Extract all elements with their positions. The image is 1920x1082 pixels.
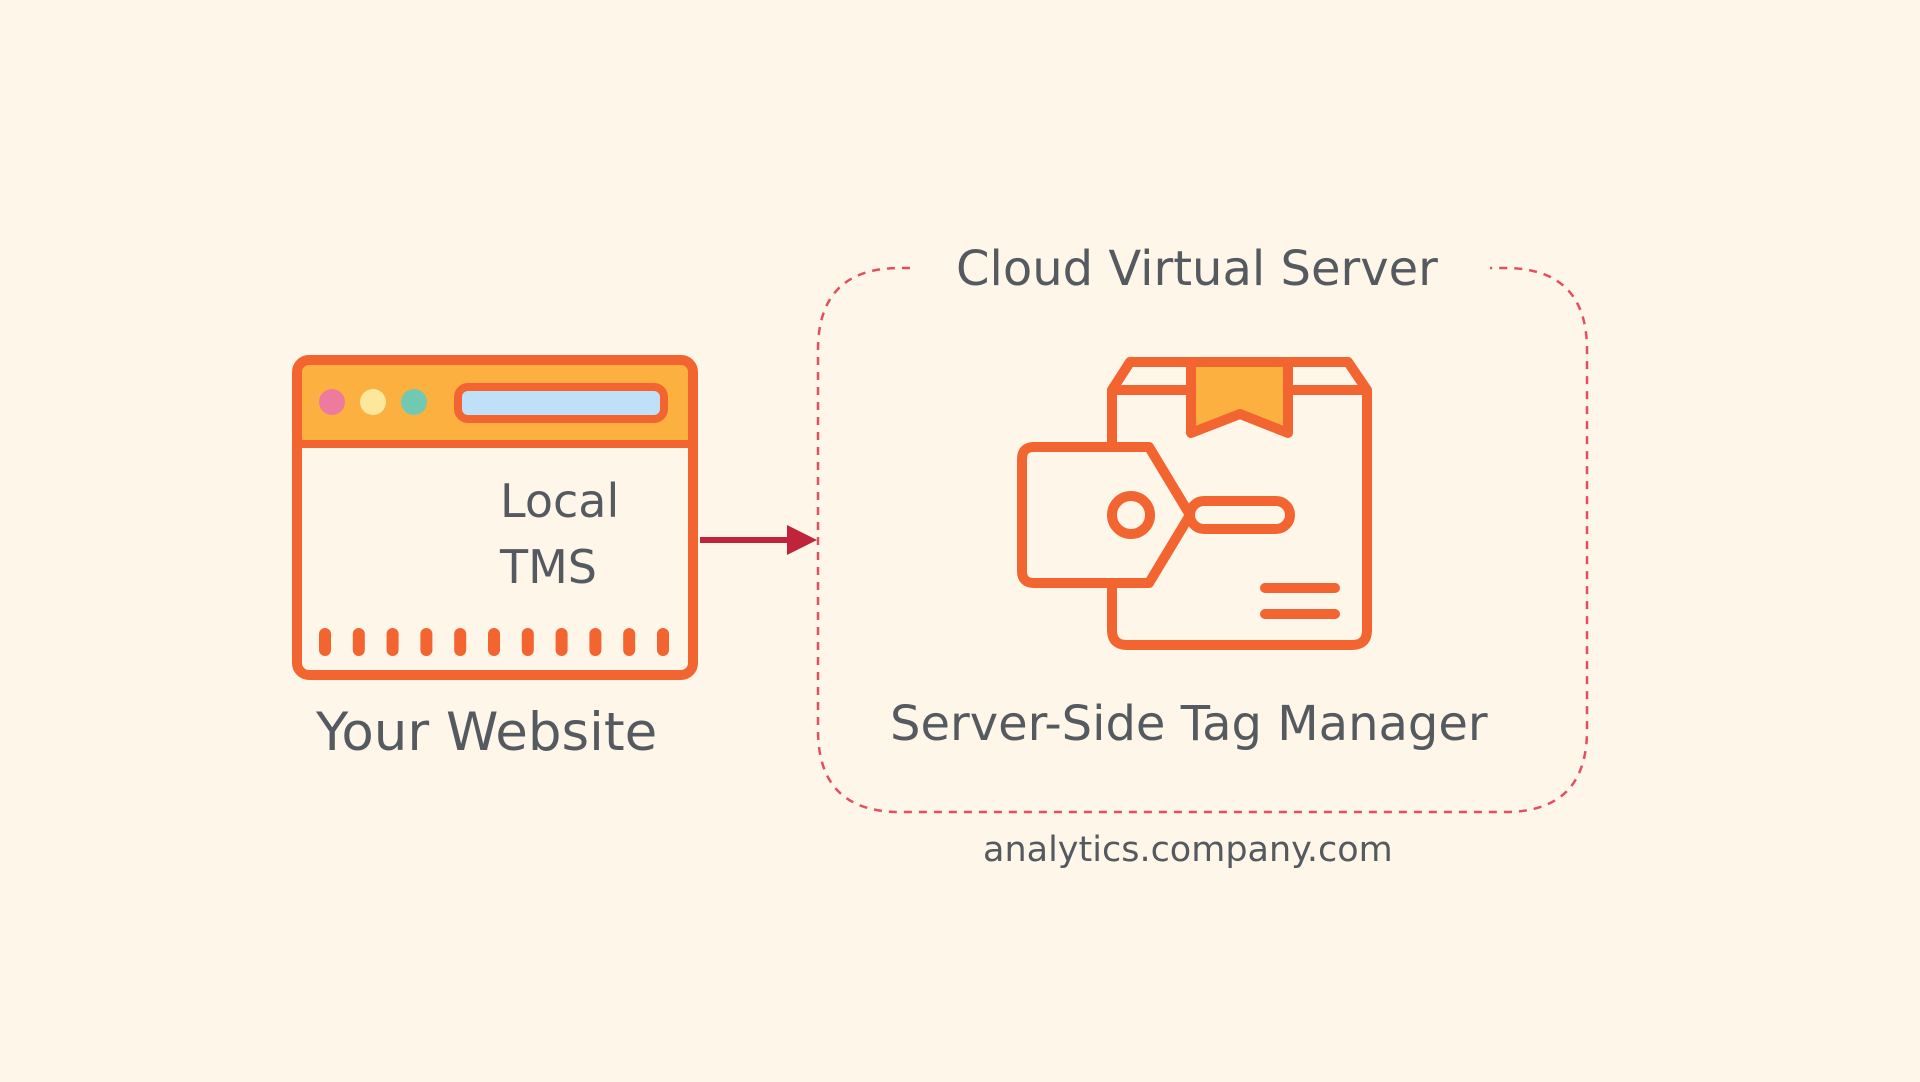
tag-hole [1107, 491, 1155, 539]
package-tag-icon [1017, 357, 1372, 650]
window-dot-yellow [360, 389, 386, 415]
footer-tick [420, 628, 433, 656]
footer-tick [657, 628, 669, 656]
footer-ticks [319, 628, 669, 656]
window-dot-pink [319, 389, 345, 415]
cloud-server-title: Cloud Virtual Server [956, 241, 1438, 297]
tag-key-bar [1185, 496, 1295, 534]
footer-tick [319, 628, 331, 656]
footer-tick [488, 628, 500, 656]
footer-tick [386, 628, 399, 656]
server-domain-label: analytics.company.com [983, 830, 1393, 870]
footer-tick [521, 628, 534, 656]
local-tms-label-line-2: TMS [500, 540, 597, 594]
arrow-right-icon [700, 525, 817, 555]
footer-tick [352, 628, 365, 656]
window-dot-teal [401, 389, 427, 415]
footer-tick [589, 628, 602, 656]
cloud-server-boundary [816, 266, 1589, 814]
tag-icon [1017, 442, 1195, 588]
address-bar [454, 383, 668, 423]
footer-tick [454, 628, 467, 656]
footer-tick [623, 628, 636, 656]
website-caption: Your Website [316, 702, 658, 763]
footer-tick [555, 628, 568, 656]
package-ribbon-icon [1186, 357, 1293, 438]
local-tms-label-line-1: Local [500, 474, 620, 528]
browser-outline [292, 355, 698, 680]
server-side-tag-manager-label: Server-Side Tag Manager [890, 696, 1488, 752]
package-box [1107, 385, 1372, 650]
browser-window-icon [292, 355, 698, 680]
arrow-head [787, 525, 817, 555]
